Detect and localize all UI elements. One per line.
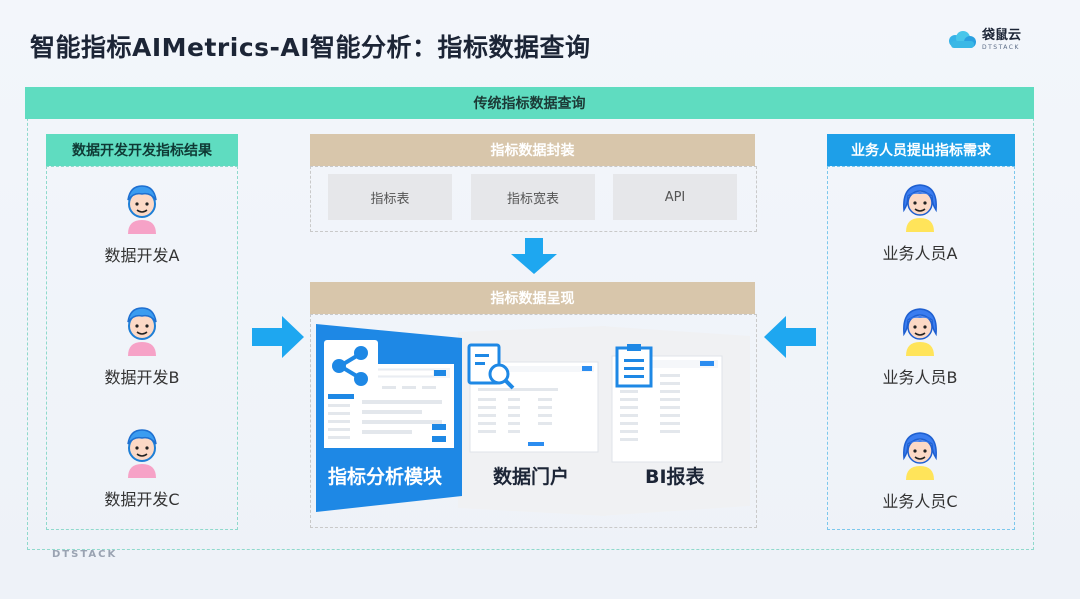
left-column-header: 数据开发开发指标结果 [46, 134, 238, 166]
arrow-left-icon [764, 316, 816, 358]
logo-text-en: DTSTACK [982, 44, 1020, 51]
packaging-item-wide-table: 指标宽表 [471, 174, 595, 220]
business-user-a-label: 业务人员A [882, 244, 958, 263]
arrow-down-icon [511, 238, 557, 274]
developer-c-label: 数据开发C [104, 490, 180, 509]
logo-text-cn: 袋鼠云 [982, 28, 1022, 43]
developer-a: 数据开发A [82, 182, 202, 266]
developer-avatar-icon [127, 185, 157, 234]
developer-c: 数据开发C [82, 426, 202, 510]
developer-b-label: 数据开发B [104, 368, 180, 387]
packaging-item-metric-table: 指标表 [328, 174, 452, 220]
business-user-c: 业务人员C [860, 428, 980, 512]
developer-a-label: 数据开发A [104, 246, 180, 265]
presentation-header: 指标数据呈现 [310, 282, 755, 314]
business-user-b-label: 业务人员B [882, 368, 958, 387]
business-user-avatar-icon [903, 184, 937, 232]
business-user-b: 业务人员B [860, 304, 980, 388]
right-column-header: 业务人员提出指标需求 [827, 134, 1015, 166]
developer-avatar-icon [127, 307, 157, 356]
packaging-header: 指标数据封装 [310, 134, 755, 166]
metric-analysis-label: 指标分析模块 [328, 466, 443, 488]
left-column-box [46, 166, 238, 530]
data-portal-label: 数据门户 [493, 466, 570, 488]
developer-b: 数据开发B [82, 304, 202, 388]
bi-report-label: BI报表 [645, 466, 705, 488]
document-search-icon [467, 343, 515, 390]
brand-logo: 袋鼠云 DTSTACK [946, 26, 1056, 54]
right-column-box [827, 166, 1015, 530]
report-list-icon [615, 344, 653, 388]
traditional-query-banner: 传统指标数据查询 [25, 87, 1034, 119]
business-user-c-label: 业务人员C [882, 492, 958, 511]
business-user-avatar-icon [903, 308, 937, 356]
packaging-box [310, 166, 757, 232]
share-icon [324, 340, 378, 392]
business-user-a: 业务人员A [860, 180, 980, 264]
footer-watermark: DTSTACK [52, 549, 118, 560]
cloud-logo-icon [949, 31, 976, 48]
presentation-box [310, 314, 757, 528]
arrow-right-icon [252, 316, 304, 358]
packaging-item-api: API [613, 174, 737, 220]
developer-avatar-icon [127, 429, 157, 478]
business-user-avatar-icon [903, 432, 937, 480]
page-title: 智能指标AIMetrics-AI智能分析：指标数据查询 [30, 33, 591, 62]
